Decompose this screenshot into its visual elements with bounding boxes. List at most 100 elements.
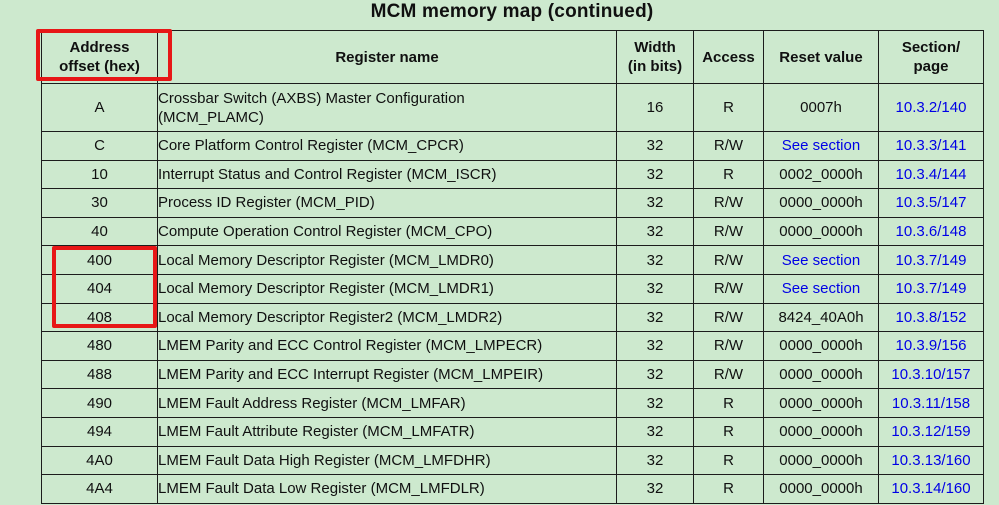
- address-offset-cell: C: [41, 131, 158, 161]
- access-cell: R/W: [693, 302, 764, 333]
- register-name-cell: Local Memory Descriptor Register2 (MCM_L…: [157, 302, 617, 333]
- width-cell: 32: [616, 273, 694, 304]
- reset-value-cell: 0000_0000h: [763, 359, 879, 390]
- width-cell: 32: [616, 445, 694, 476]
- table-row: 408 Local Memory Descriptor Register2 (M…: [41, 302, 984, 333]
- column-header-section-page: Section/ page: [878, 30, 984, 84]
- address-offset-cell: 400: [41, 245, 158, 275]
- access-cell: R/W: [693, 216, 764, 247]
- section-page-link[interactable]: 10.3.6/148: [878, 216, 984, 247]
- width-cell: 32: [616, 245, 694, 275]
- width-cell: 32: [616, 474, 694, 504]
- access-cell: R/W: [693, 131, 764, 161]
- access-cell: R: [693, 474, 764, 504]
- register-name-cell: LMEM Fault Attribute Register (MCM_LMFAT…: [157, 416, 617, 447]
- reset-value-cell: 8424_40A0h: [763, 302, 879, 333]
- column-header-reset-value: Reset value: [763, 30, 879, 84]
- access-cell: R: [693, 388, 764, 418]
- address-offset-cell: 10: [41, 159, 158, 190]
- width-cell: 32: [616, 216, 694, 247]
- width-cell: 32: [616, 159, 694, 190]
- reset-value-link[interactable]: See section: [763, 131, 879, 161]
- section-page-link[interactable]: 10.3.13/160: [878, 445, 984, 476]
- address-offset-cell: 408: [41, 302, 158, 333]
- address-offset-cell: 30: [41, 188, 158, 218]
- section-page-link[interactable]: 10.3.11/158: [878, 388, 984, 418]
- table-body: A Crossbar Switch (AXBS) Master Configur…: [41, 83, 984, 504]
- width-cell: 32: [616, 331, 694, 361]
- access-cell: R/W: [693, 359, 764, 390]
- section-page-link[interactable]: 10.3.3/141: [878, 131, 984, 161]
- column-header-register-name: Register name: [157, 30, 617, 84]
- access-cell: R: [693, 159, 764, 190]
- access-cell: R/W: [693, 188, 764, 218]
- memory-map-table: Address offset (hex) Register name Width…: [41, 30, 984, 504]
- register-name-cell: Local Memory Descriptor Register (MCM_LM…: [157, 273, 617, 304]
- table-row: 30 Process ID Register (MCM_PID) 32 R/W …: [41, 188, 984, 218]
- table-row: 10 Interrupt Status and Control Register…: [41, 159, 984, 190]
- table-row: 494 LMEM Fault Attribute Register (MCM_L…: [41, 416, 984, 447]
- table-row: A Crossbar Switch (AXBS) Master Configur…: [41, 83, 984, 132]
- reset-value-cell: 0000_0000h: [763, 188, 879, 218]
- address-offset-cell: 490: [41, 388, 158, 418]
- address-offset-cell: A: [41, 83, 158, 132]
- table-row: 488 LMEM Parity and ECC Interrupt Regist…: [41, 359, 984, 390]
- reset-value-link[interactable]: See section: [763, 273, 879, 304]
- access-cell: R: [693, 416, 764, 447]
- reset-value-cell: 0000_0000h: [763, 331, 879, 361]
- register-name-cell: LMEM Fault Address Register (MCM_LMFAR): [157, 388, 617, 418]
- section-page-link[interactable]: 10.3.2/140: [878, 83, 984, 132]
- access-cell: R: [693, 83, 764, 132]
- register-name-cell: Interrupt Status and Control Register (M…: [157, 159, 617, 190]
- width-cell: 32: [616, 359, 694, 390]
- column-header-access: Access: [693, 30, 764, 84]
- reset-value-cell: 0000_0000h: [763, 416, 879, 447]
- section-page-link[interactable]: 10.3.12/159: [878, 416, 984, 447]
- width-cell: 32: [616, 416, 694, 447]
- page-title: MCM memory map (continued): [370, 1, 654, 22]
- address-offset-cell: 404: [41, 273, 158, 304]
- register-name-cell: Process ID Register (MCM_PID): [157, 188, 617, 218]
- header-row: Address offset (hex) Register name Width…: [41, 30, 984, 84]
- access-cell: R: [693, 445, 764, 476]
- table-header: Address offset (hex) Register name Width…: [41, 30, 984, 84]
- reset-value-cell: 0007h: [763, 83, 879, 132]
- access-cell: R/W: [693, 245, 764, 275]
- width-cell: 32: [616, 131, 694, 161]
- register-name-cell: Compute Operation Control Register (MCM_…: [157, 216, 617, 247]
- reset-value-cell: 0002_0000h: [763, 159, 879, 190]
- section-page-link[interactable]: 10.3.7/149: [878, 245, 984, 275]
- section-page-link[interactable]: 10.3.9/156: [878, 331, 984, 361]
- register-name-cell: LMEM Parity and ECC Control Register (MC…: [157, 331, 617, 361]
- address-offset-cell: 4A0: [41, 445, 158, 476]
- width-cell: 32: [616, 388, 694, 418]
- table-row: 40 Compute Operation Control Register (M…: [41, 216, 984, 247]
- access-cell: R/W: [693, 331, 764, 361]
- width-cell: 16: [616, 83, 694, 132]
- column-header-width: Width (in bits): [616, 30, 694, 84]
- address-offset-cell: 494: [41, 416, 158, 447]
- table-row: 4A4 LMEM Fault Data Low Register (MCM_LM…: [41, 474, 984, 504]
- register-name-cell: Local Memory Descriptor Register (MCM_LM…: [157, 245, 617, 275]
- address-offset-cell: 480: [41, 331, 158, 361]
- reset-value-cell: 0000_0000h: [763, 216, 879, 247]
- register-name-cell: LMEM Fault Data Low Register (MCM_LMFDLR…: [157, 474, 617, 504]
- register-name-cell: Core Platform Control Register (MCM_CPCR…: [157, 131, 617, 161]
- register-name-cell: Crossbar Switch (AXBS) Master Configurat…: [157, 83, 617, 132]
- column-header-address-offset: Address offset (hex): [41, 30, 158, 84]
- section-page-link[interactable]: 10.3.8/152: [878, 302, 984, 333]
- section-page-link[interactable]: 10.3.5/147: [878, 188, 984, 218]
- reset-value-link[interactable]: See section: [763, 245, 879, 275]
- reset-value-cell: 0000_0000h: [763, 445, 879, 476]
- table-row: 490 LMEM Fault Address Register (MCM_LMF…: [41, 388, 984, 418]
- section-page-link[interactable]: 10.3.10/157: [878, 359, 984, 390]
- table-row: 4A0 LMEM Fault Data High Register (MCM_L…: [41, 445, 984, 476]
- section-page-link[interactable]: 10.3.7/149: [878, 273, 984, 304]
- width-cell: 32: [616, 302, 694, 333]
- table-row: 400 Local Memory Descriptor Register (MC…: [41, 245, 984, 275]
- table-row: 404 Local Memory Descriptor Register (MC…: [41, 273, 984, 304]
- section-page-link[interactable]: 10.3.4/144: [878, 159, 984, 190]
- section-page-link[interactable]: 10.3.14/160: [878, 474, 984, 504]
- reset-value-cell: 0000_0000h: [763, 474, 879, 504]
